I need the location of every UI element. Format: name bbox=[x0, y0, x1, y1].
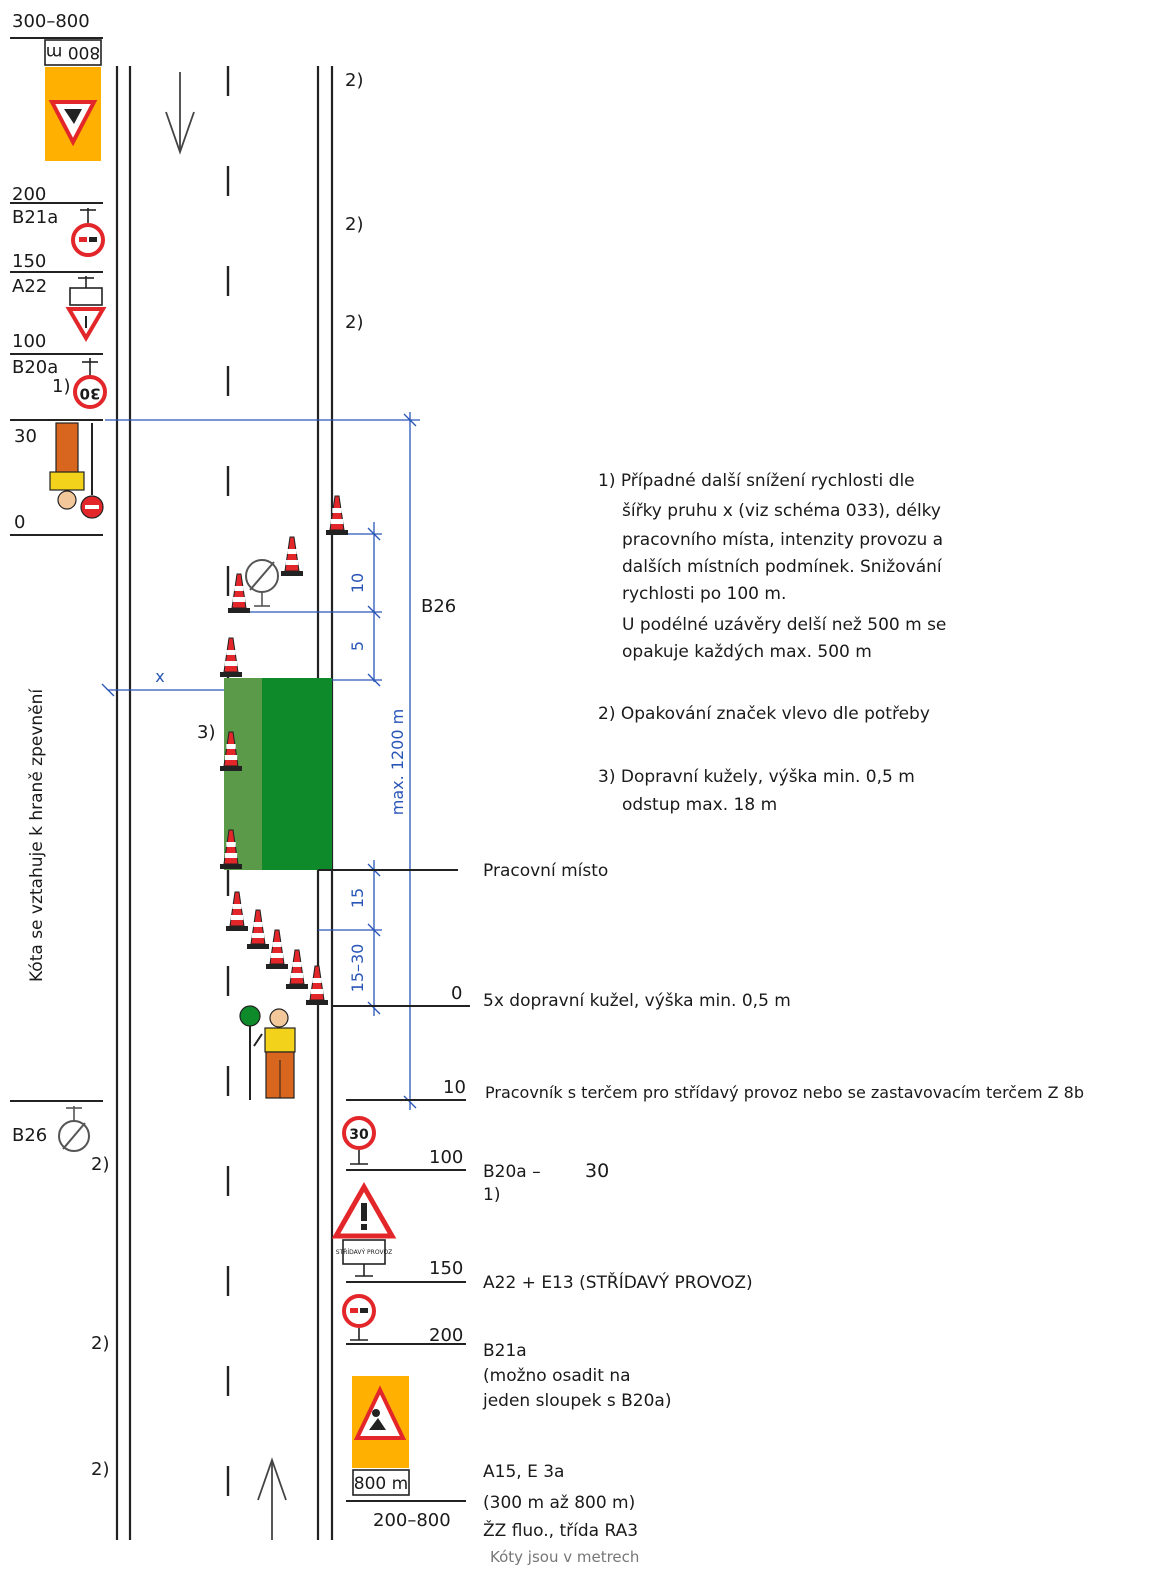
end-of-restrictions-sign-lane-icon bbox=[245, 559, 279, 607]
traffic-cone-icon bbox=[226, 891, 248, 931]
b20a-value: 30 bbox=[585, 1160, 609, 1182]
b20a-note: 1) bbox=[483, 1185, 500, 1205]
chainage-0-left: 0 bbox=[14, 512, 25, 533]
note1-line-3: pracovního místa, intenzity provozu a bbox=[622, 530, 943, 550]
a22-left-label: A22 bbox=[12, 276, 47, 297]
note2-mark-a: 2) bbox=[345, 70, 363, 91]
note1-mark-left: 1) bbox=[52, 376, 70, 397]
note1-line-2: šířky pruhu x (viz schéma 033), délky bbox=[622, 501, 941, 521]
note1-line-4: dalších místních podmínek. Snižování bbox=[622, 557, 943, 577]
a15-range: (300 m až 800 m) bbox=[483, 1493, 635, 1513]
note2-mark-b: 2) bbox=[345, 214, 363, 235]
chainage-100-right: 100 bbox=[429, 1147, 463, 1168]
units-footer: Kóty jsou v metrech bbox=[490, 1548, 639, 1566]
traffic-cone-icon bbox=[266, 929, 288, 969]
b21a-label: B21a bbox=[483, 1341, 527, 1361]
arrow-down-icon bbox=[165, 72, 195, 155]
dim-10-label: 10 bbox=[348, 573, 367, 593]
svg-text:STŘÍDAVÝ PROVOZ: STŘÍDAVÝ PROVOZ bbox=[336, 1248, 393, 1256]
dim-15-label: 15 bbox=[348, 888, 367, 908]
svg-text:800 m: 800 m bbox=[46, 42, 100, 62]
note2-text: 2) Opakování značek vlevo dle potřeby bbox=[598, 704, 930, 724]
note2-mark-left-b: 2) bbox=[91, 1333, 109, 1354]
traffic-cone-icon bbox=[281, 536, 303, 576]
svg-text:30: 30 bbox=[349, 1127, 369, 1143]
note3-line-1: 3) Dopravní kužely, výška min. 0,5 m bbox=[598, 767, 915, 787]
dim-5-label: 5 bbox=[348, 641, 367, 651]
lane-width-x-label: x bbox=[155, 667, 164, 686]
chainage-200-right: 200 bbox=[429, 1325, 463, 1346]
traffic-cone-icon bbox=[326, 495, 348, 535]
alternate-traffic-sign-top-icon bbox=[65, 276, 107, 342]
chainage-30-left: 30 bbox=[14, 426, 37, 447]
vertical-edge-label: Kóta se vztahuje k hraně zpevnění bbox=[27, 688, 47, 982]
svg-text:800 m: 800 m bbox=[354, 1474, 408, 1494]
work-site-label: Pracovní místo bbox=[483, 861, 608, 881]
speed-limit-30-top-icon: 30 bbox=[73, 358, 107, 409]
no-overtaking-sign-bottom-icon bbox=[342, 1294, 376, 1341]
traffic-cone-icon bbox=[220, 731, 242, 771]
zz-fluo-label: ŽZ fluo., třída RA3 bbox=[483, 1519, 638, 1541]
a15-label: A15, E 3a bbox=[483, 1462, 564, 1482]
cones-group bbox=[220, 495, 348, 1005]
b20a-left-label: B20a bbox=[12, 357, 58, 378]
chainage-10-right: 10 bbox=[443, 1077, 466, 1098]
b20a-label: B20a – bbox=[483, 1162, 541, 1182]
a22-e13-label: A22 + E13 (STŘÍDAVÝ PROVOZ) bbox=[483, 1271, 753, 1293]
panel-800m-top: 800 m bbox=[44, 39, 102, 66]
note2-mark-left-c: 2) bbox=[91, 1459, 109, 1480]
chainage-200-800-right: 200–800 bbox=[373, 1510, 451, 1531]
panel-800m-bottom: 800 m bbox=[352, 1469, 410, 1496]
note1-line-1: 1) Případné další snížení rychlosti dle bbox=[598, 471, 915, 491]
traffic-cone-icon bbox=[286, 949, 308, 989]
b21a-note-2: jeden sloupek s B20a) bbox=[482, 1391, 671, 1411]
end-of-restrictions-sign-left-icon bbox=[58, 1106, 90, 1152]
cones-label: 5x dopravní kužel, výška min. 0,5 m bbox=[483, 991, 791, 1011]
cones-note-mark: 3) bbox=[197, 722, 215, 743]
b21a-note-1: (možno osadit na bbox=[483, 1366, 631, 1386]
no-overtaking-sign-top-icon bbox=[71, 208, 105, 257]
dim-15-30-label: 15–30 bbox=[348, 944, 367, 993]
note1-line-7: opakuje každých max. 500 m bbox=[622, 642, 872, 662]
speed-limit-30-bottom-icon: 30 bbox=[342, 1116, 376, 1165]
svg-text:30: 30 bbox=[80, 385, 101, 403]
chainage-150-right: 150 bbox=[429, 1258, 463, 1279]
roadworks-sign-top-icon bbox=[45, 67, 101, 161]
traffic-cone-icon bbox=[306, 965, 328, 1005]
traffic-cone-icon bbox=[220, 637, 242, 677]
worker-top-icon bbox=[49, 422, 104, 519]
alternate-traffic-sign-bottom-icon: STŘÍDAVÝ PROVOZ bbox=[331, 1181, 397, 1277]
b26-left-label: B26 bbox=[12, 1125, 47, 1146]
b21a-left-label: B21a bbox=[12, 207, 58, 228]
notes-block: 1) Případné další snížení rychlosti dle … bbox=[598, 471, 946, 815]
b26-right-label: B26 bbox=[421, 596, 456, 617]
note2-mark-c: 2) bbox=[345, 312, 363, 333]
arrow-up-icon bbox=[257, 1457, 287, 1540]
dimension-lines bbox=[101, 412, 420, 1110]
chainage-0-right: 0 bbox=[451, 983, 462, 1004]
chainage-150-left: 150 bbox=[12, 251, 46, 272]
chainage-100-left: 100 bbox=[12, 331, 46, 352]
note2-mark-left-a: 2) bbox=[91, 1154, 109, 1175]
chainage-200-left: 200 bbox=[12, 184, 46, 205]
note1-line-6: U podélné uzávěry delší než 500 m se bbox=[622, 615, 946, 635]
traffic-cone-icon bbox=[228, 573, 250, 613]
roadworks-sign-bottom-icon bbox=[352, 1376, 409, 1468]
work-area bbox=[262, 678, 332, 870]
flagger-label: Pracovník s terčem pro střídavý provoz n… bbox=[485, 1083, 1084, 1102]
distance-top-label: 300–800 bbox=[12, 11, 90, 32]
note3-line-2: odstup max. 18 m bbox=[622, 795, 777, 815]
dim-max-1200-label: max. 1200 m bbox=[388, 709, 407, 815]
note1-line-5: rychlosti po 100 m. bbox=[622, 584, 786, 604]
flagger-worker-icon bbox=[239, 1005, 296, 1100]
traffic-cone-icon bbox=[247, 909, 269, 949]
traffic-cone-icon bbox=[220, 829, 242, 869]
